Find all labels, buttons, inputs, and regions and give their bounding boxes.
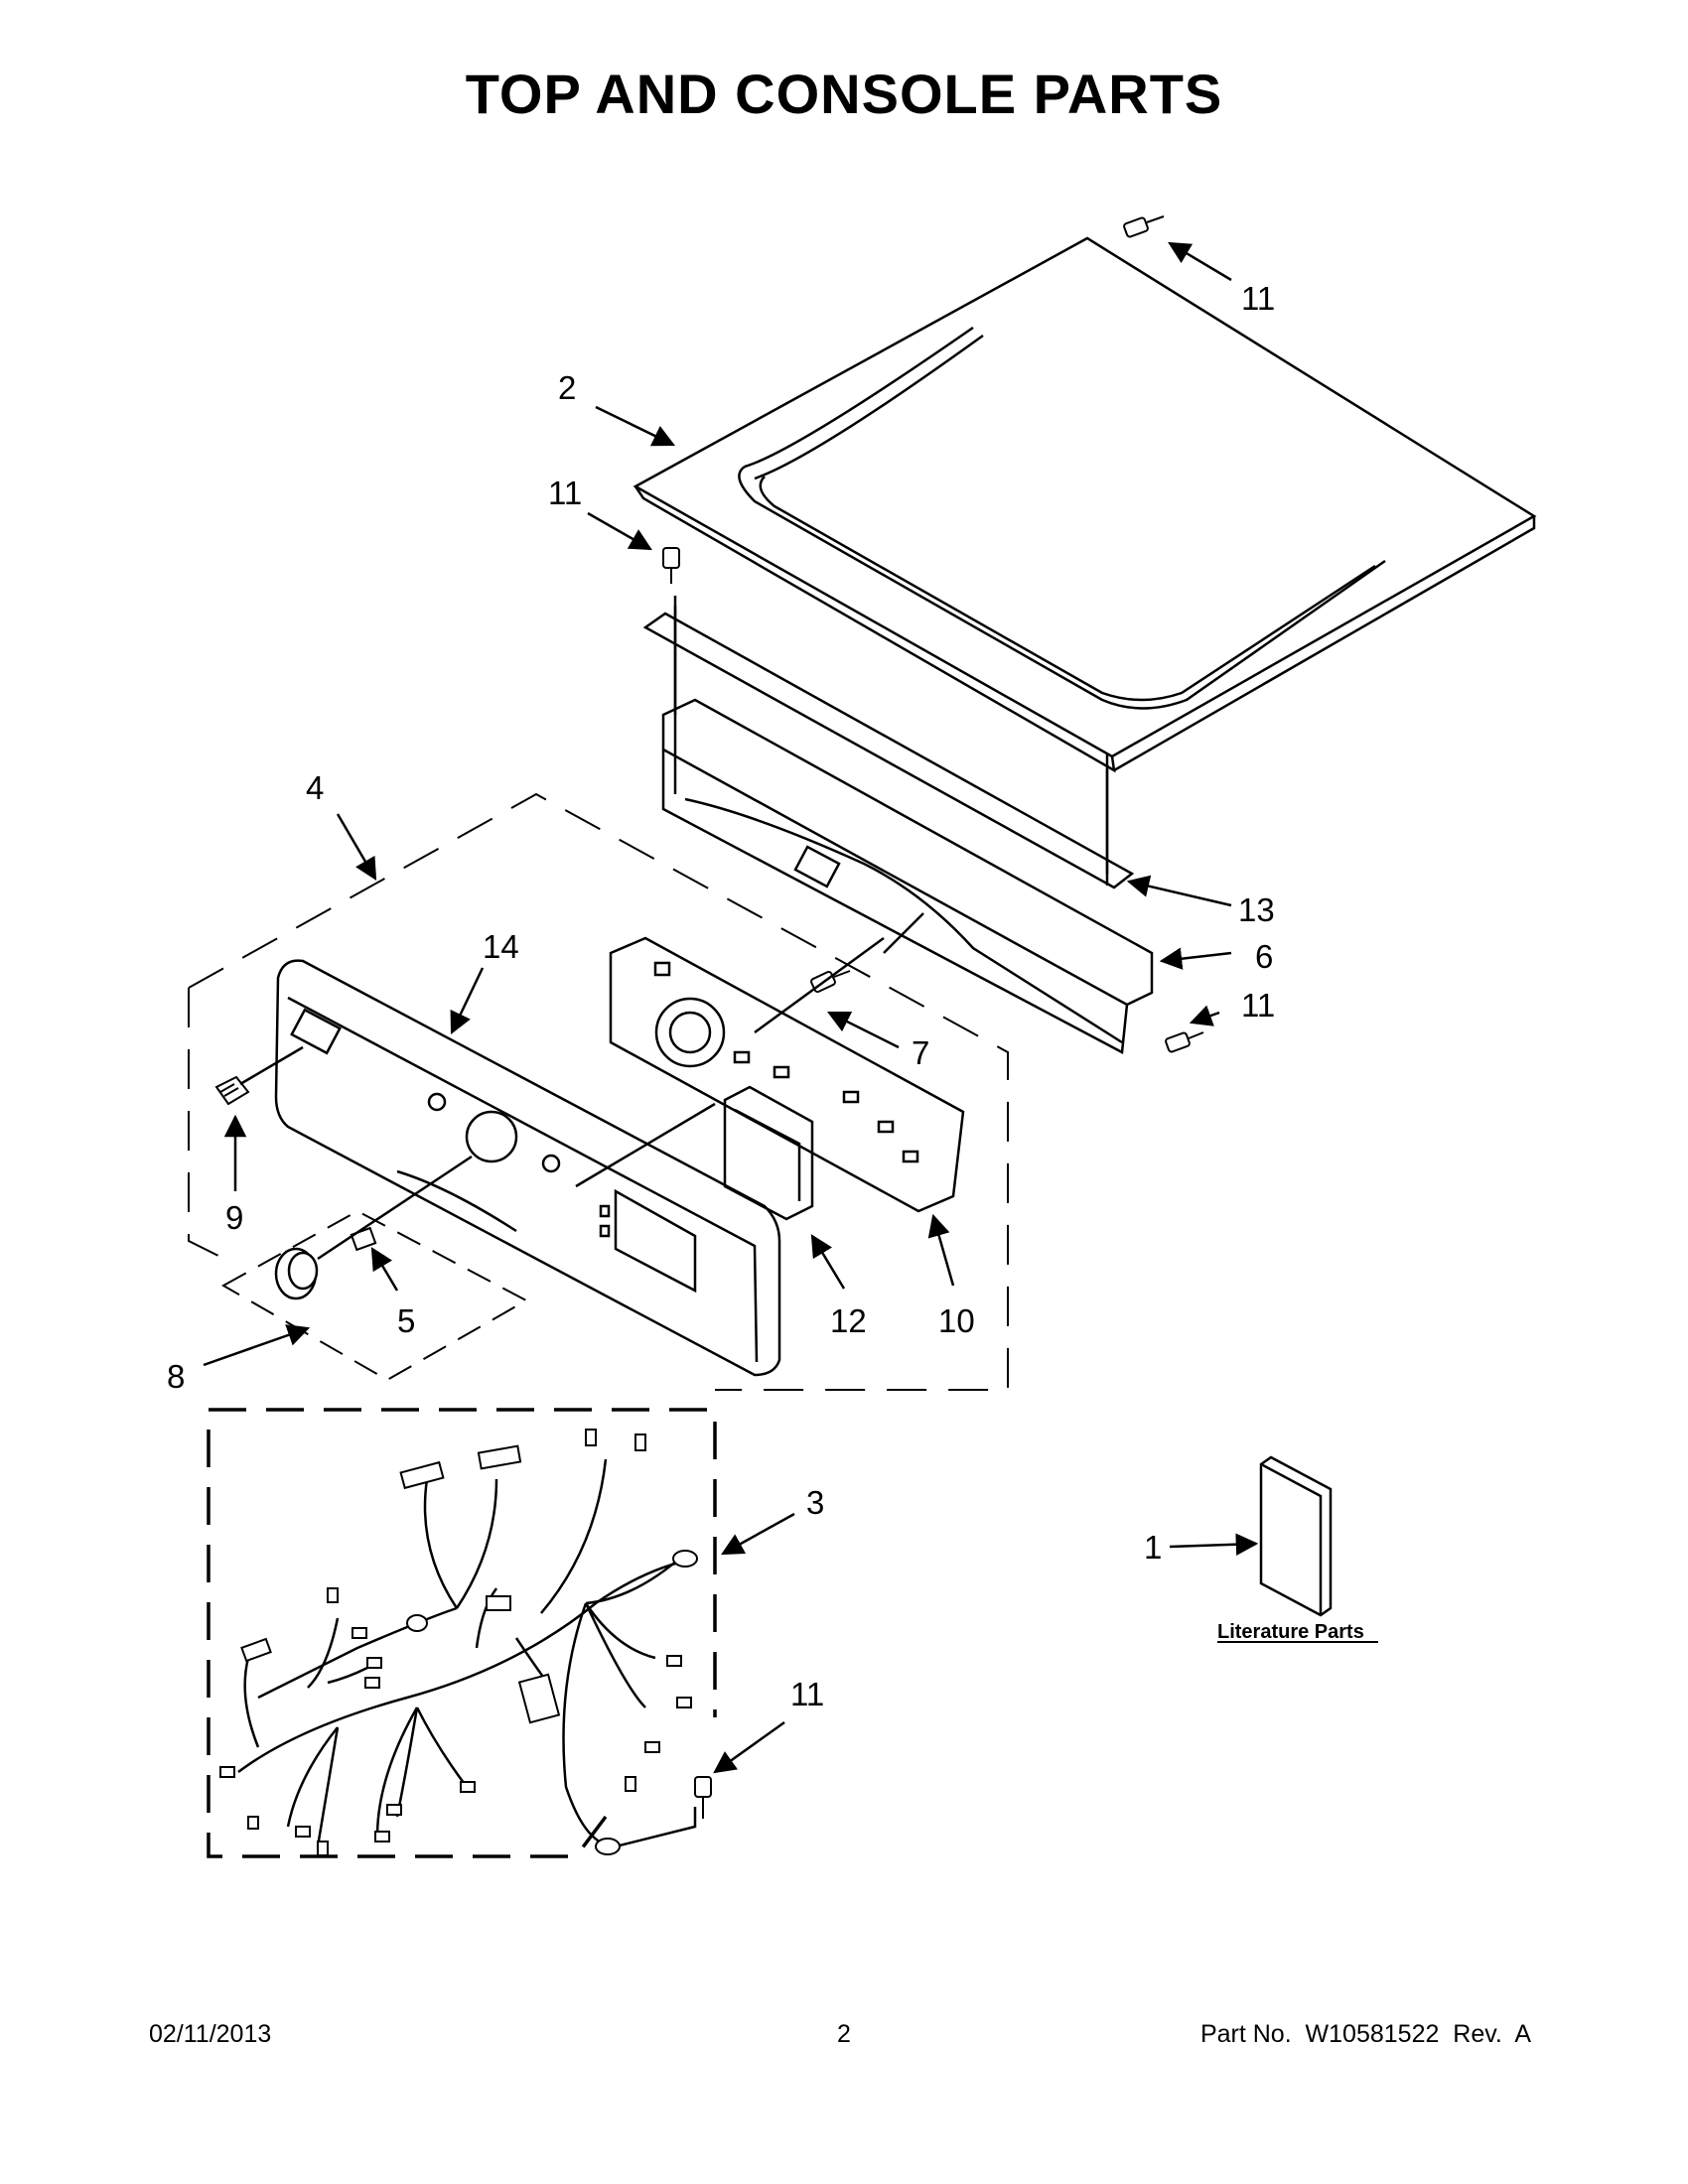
- top-panel: [633, 236, 1537, 773]
- callout-11: 11: [548, 475, 582, 511]
- footer-part-number: Part No. W10581522 Rev. A: [1199, 2020, 1531, 2048]
- control-board: [609, 936, 965, 1213]
- display-module: [723, 1085, 814, 1221]
- screw-icon: [1165, 1031, 1204, 1053]
- callout-9: 9: [225, 1199, 243, 1236]
- knob-assembly-boundary: [220, 1209, 529, 1382]
- footer-date: 02/11/2013: [149, 2020, 272, 2048]
- screw-icon: [810, 970, 851, 994]
- screw-icon: [662, 547, 680, 584]
- callout-12: 12: [830, 1302, 867, 1339]
- callout-6: 6: [1255, 938, 1273, 975]
- literature-parts-label: Literature Parts: [1217, 1621, 1364, 1643]
- callout-14: 14: [483, 928, 519, 965]
- knob-part: [274, 1247, 319, 1300]
- callout-11: 11: [1241, 987, 1275, 1024]
- literature-pack: [1259, 1455, 1333, 1617]
- callout-4: 4: [306, 769, 324, 806]
- footer-page-number: 2: [837, 2020, 851, 2048]
- callout-3: 3: [806, 1484, 824, 1521]
- callout-10: 10: [938, 1302, 975, 1339]
- page-title: TOP AND CONSOLE PARTS: [465, 63, 1223, 125]
- callout-13: 13: [1238, 891, 1275, 928]
- callout-5: 5: [397, 1302, 415, 1339]
- harness-connectors: [219, 1429, 698, 1856]
- wire-harness-boundary: [207, 1408, 717, 1858]
- screw-icon: [1123, 215, 1165, 238]
- callout-2: 2: [558, 369, 576, 406]
- console-frame: [661, 698, 1154, 1054]
- callout-7: 7: [912, 1034, 929, 1071]
- callout-8: 8: [167, 1358, 185, 1395]
- callout-11: 11: [790, 1676, 824, 1712]
- console-panel: [274, 959, 781, 1377]
- assembly-lines: [239, 606, 1109, 1261]
- console-assembly-boundary: [188, 792, 1009, 1391]
- screw-icon: [694, 1776, 712, 1819]
- callout-1: 1: [1144, 1529, 1162, 1566]
- clip-part: [350, 1226, 377, 1252]
- callout-11: 11: [1241, 280, 1275, 317]
- callout-arrows: [203, 241, 1259, 1774]
